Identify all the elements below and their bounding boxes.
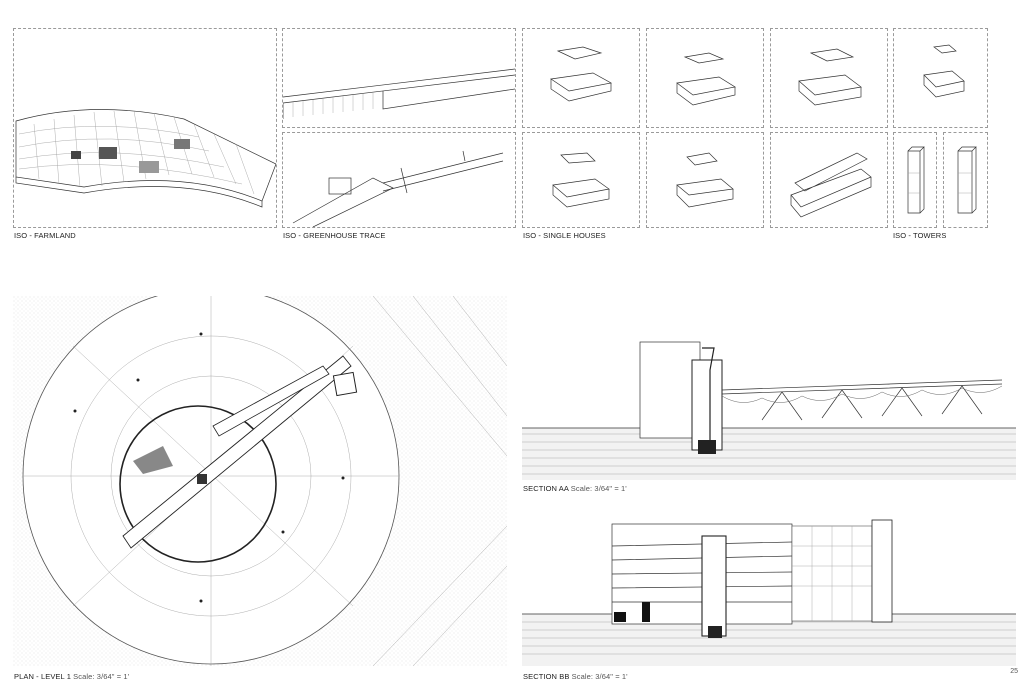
iso-farmland-drawing <box>13 28 277 228</box>
section-aa-scale: Scale: 3/64" = 1' <box>570 484 627 493</box>
caption-iso-towers: ISO - TOWERS <box>893 231 947 240</box>
section-bb-scale: Scale: 3/64" = 1' <box>571 672 628 681</box>
plan-title: PLAN - LEVEL 1 <box>14 672 71 681</box>
caption-plan: PLAN - LEVEL 1 Scale: 3/64" = 1' <box>14 672 129 681</box>
iso-greenhouse-top-drawing <box>282 28 516 128</box>
page-number: 25 <box>1010 668 1018 675</box>
caption-iso-greenhouse: ISO - GREENHOUSE TRACE <box>283 231 386 240</box>
iso-house-4 <box>893 28 988 128</box>
iso-house-5 <box>522 132 640 228</box>
iso-house-6 <box>646 132 764 228</box>
section-bb-drawing <box>522 516 1016 666</box>
section-bb-title: SECTION BB <box>523 672 570 681</box>
caption-iso-houses: ISO - SINGLE HOUSES <box>523 231 606 240</box>
iso-house-7 <box>770 132 888 228</box>
caption-section-aa: SECTION AA Scale: 3/64" = 1' <box>523 484 627 493</box>
caption-section-bb: SECTION BB Scale: 3/64" = 1' <box>523 672 628 681</box>
plan-level-1-drawing <box>13 296 507 666</box>
iso-house-1 <box>522 28 640 128</box>
plan-scale: Scale: 3/64" = 1' <box>73 672 130 681</box>
section-aa-drawing <box>522 330 1016 480</box>
iso-house-3 <box>770 28 888 128</box>
iso-tower-1 <box>893 132 937 228</box>
iso-greenhouse-bottom-drawing <box>282 132 516 228</box>
caption-iso-farmland: ISO - FARMLAND <box>14 231 76 240</box>
section-aa-title: SECTION AA <box>523 484 569 493</box>
iso-tower-2 <box>943 132 988 228</box>
iso-house-2 <box>646 28 764 128</box>
